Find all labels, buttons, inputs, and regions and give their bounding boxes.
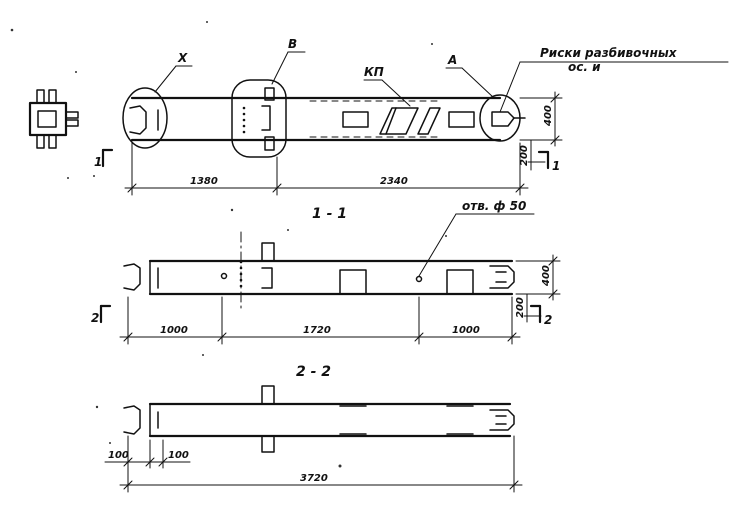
view-3-dimensions: 100 100 3720 xyxy=(104,435,523,493)
detail-b-oval xyxy=(231,79,287,158)
dim-200-v2: 200 xyxy=(515,297,526,318)
callout-a: А xyxy=(447,53,457,67)
section-mark-1-right: 1 xyxy=(552,159,560,173)
section-mark-1-left: 1 xyxy=(94,155,102,169)
section-mark-2-left: 2 xyxy=(91,311,99,325)
view-3-beam xyxy=(123,385,515,453)
detail-x-circle xyxy=(122,87,168,149)
dim-1000-b: 1000 xyxy=(452,325,480,336)
hole-note: отв. ф 50 xyxy=(462,199,526,213)
view-1-dimensions: 1380 2340 400 200 1 1 xyxy=(94,91,563,196)
view-1-beam xyxy=(122,79,526,158)
dim-100-a: 100 xyxy=(108,450,129,461)
view-2-dimensions: 1000 1720 1000 400 200 2 2 xyxy=(91,254,561,345)
callout-kp: КП xyxy=(364,65,384,79)
dim-1000-a: 1000 xyxy=(160,325,188,336)
dim-1380: 1380 xyxy=(190,176,218,187)
callout-x: Х xyxy=(177,51,188,65)
dotted-holes-v1 xyxy=(242,106,246,134)
cross-section-sketch xyxy=(28,89,79,149)
section-title-2-2: 2 - 2 xyxy=(296,364,331,380)
section-title-1-1: 1 - 1 xyxy=(312,206,347,222)
dim-3720: 3720 xyxy=(300,473,328,484)
section-mark-2-right: 2 xyxy=(544,313,552,327)
hole-d50 xyxy=(415,275,423,283)
scan-specks xyxy=(10,21,447,468)
dim-100-b: 100 xyxy=(168,450,189,461)
dim-400-v2: 400 xyxy=(541,265,552,287)
note-marking-line1: Риски разбивочных xyxy=(540,46,678,60)
dim-2340: 2340 xyxy=(380,176,408,187)
dim-200-v1: 200 xyxy=(519,145,530,166)
view-1-callouts: Х В КП А Риски разбивочных ос. и xyxy=(154,37,729,113)
dim-1720: 1720 xyxy=(303,325,331,336)
note-marking-line2: ос. и xyxy=(568,60,601,74)
callout-b: В xyxy=(288,37,297,51)
view-2-beam xyxy=(123,231,515,311)
dim-400-v1: 400 xyxy=(543,105,554,127)
view-2-callouts: отв. ф 50 xyxy=(418,199,535,277)
